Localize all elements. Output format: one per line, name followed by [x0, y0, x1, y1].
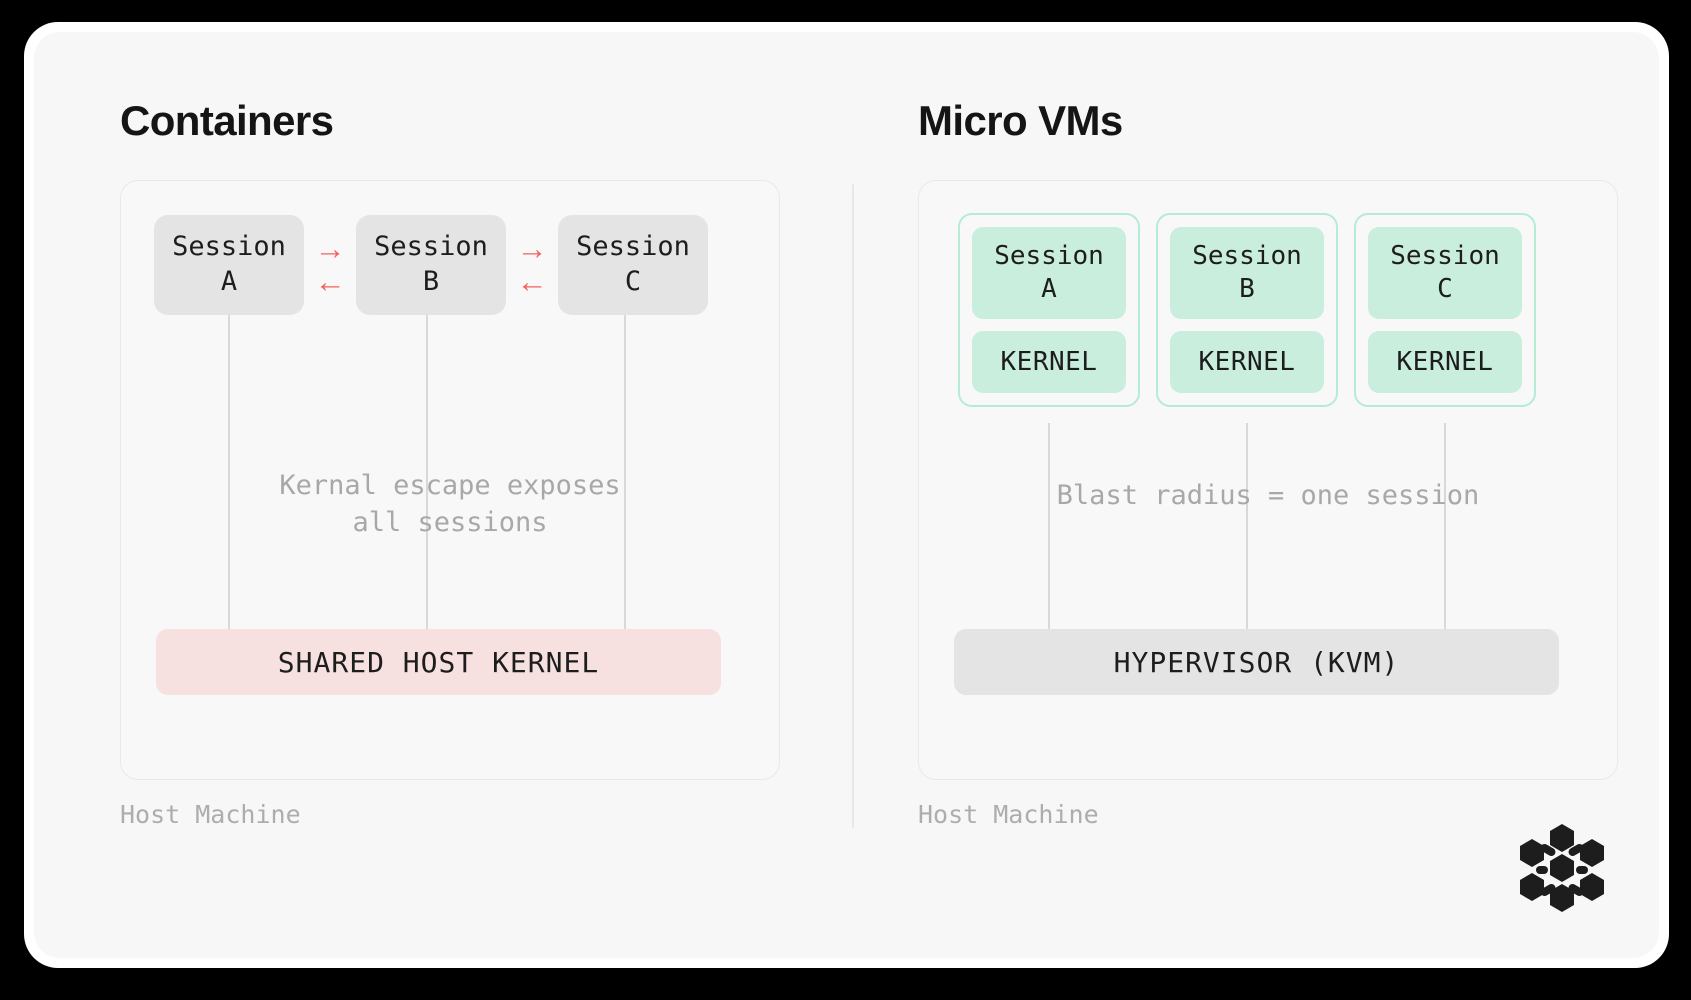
arrow-pair-a-b: → ←	[304, 233, 356, 297]
microvm-box-a[interactable]: Session A KERNEL	[958, 213, 1140, 407]
microvm-box-b[interactable]: Session B KERNEL	[1156, 213, 1338, 407]
diagram-card: Containers Session A → ← Ses	[24, 22, 1669, 968]
session-row: Session A → ← Session B → ←	[154, 215, 708, 315]
vm-session-b: Session B	[1170, 227, 1324, 319]
connector-line-vm-a	[1048, 423, 1050, 635]
microvms-panel: Session A KERNEL Session B KERNEL	[918, 180, 1618, 780]
session-box-c-line2: C	[624, 266, 642, 297]
connector-line-c	[624, 315, 626, 635]
vm-kernel-c: KERNEL	[1368, 331, 1522, 393]
session-box-a-line1: Session	[172, 231, 286, 263]
microvms-title: Micro VMs	[918, 97, 1123, 144]
hexagon-cluster-logo	[1520, 824, 1604, 912]
containers-caption: Kernal escape exposes all sessions	[279, 470, 621, 539]
vm-session-a-line2: A	[1041, 274, 1057, 304]
arrow-left-icon: ←	[314, 264, 346, 299]
containers-panel: Session A → ← Session B → ←	[120, 180, 780, 780]
microvm-box-c[interactable]: Session C KERNEL	[1354, 213, 1536, 407]
connector-line-vm-b	[1246, 423, 1248, 635]
connector-line-vm-c	[1444, 423, 1446, 635]
arrow-pair-b-c: → ←	[506, 233, 558, 297]
session-box-a-line2: A	[220, 266, 238, 297]
session-box-b-line2: B	[422, 266, 440, 297]
containers-title: Containers	[120, 97, 334, 144]
session-box-c[interactable]: Session C	[558, 215, 708, 315]
containers-host-label: Host Machine	[120, 800, 301, 829]
vm-session-a-line1: Session	[994, 240, 1104, 271]
vm-session-a: Session A	[972, 227, 1126, 319]
column-divider	[852, 184, 854, 828]
vm-session-c-line1: Session	[1390, 240, 1500, 271]
arrow-left-icon: ←	[516, 264, 548, 299]
microvm-row: Session A KERNEL Session B KERNEL	[958, 213, 1536, 407]
connector-line-b	[426, 315, 428, 635]
vm-session-c-line2: C	[1437, 274, 1453, 304]
microvms-caption: Blast radius = one session	[1056, 480, 1480, 511]
connector-line-a	[228, 315, 230, 635]
session-box-b-line1: Session	[374, 231, 488, 263]
vm-session-c: Session C	[1368, 227, 1522, 319]
vm-session-b-line2: B	[1239, 274, 1255, 304]
session-box-a[interactable]: Session A	[154, 215, 304, 315]
shared-host-kernel-bar: SHARED HOST KERNEL	[156, 629, 721, 695]
vm-kernel-b: KERNEL	[1170, 331, 1324, 393]
session-box-c-line1: Session	[576, 231, 690, 263]
microvms-host-label: Host Machine	[918, 800, 1099, 829]
session-box-b[interactable]: Session B	[356, 215, 506, 315]
arrow-right-icon: →	[314, 231, 346, 266]
vm-kernel-a: KERNEL	[972, 331, 1126, 393]
hypervisor-bar: HYPERVISOR (KVM)	[954, 629, 1559, 695]
arrow-right-icon: →	[516, 231, 548, 266]
vm-session-b-line1: Session	[1192, 240, 1302, 271]
diagram-surface: Containers Session A → ← Ses	[34, 32, 1659, 958]
